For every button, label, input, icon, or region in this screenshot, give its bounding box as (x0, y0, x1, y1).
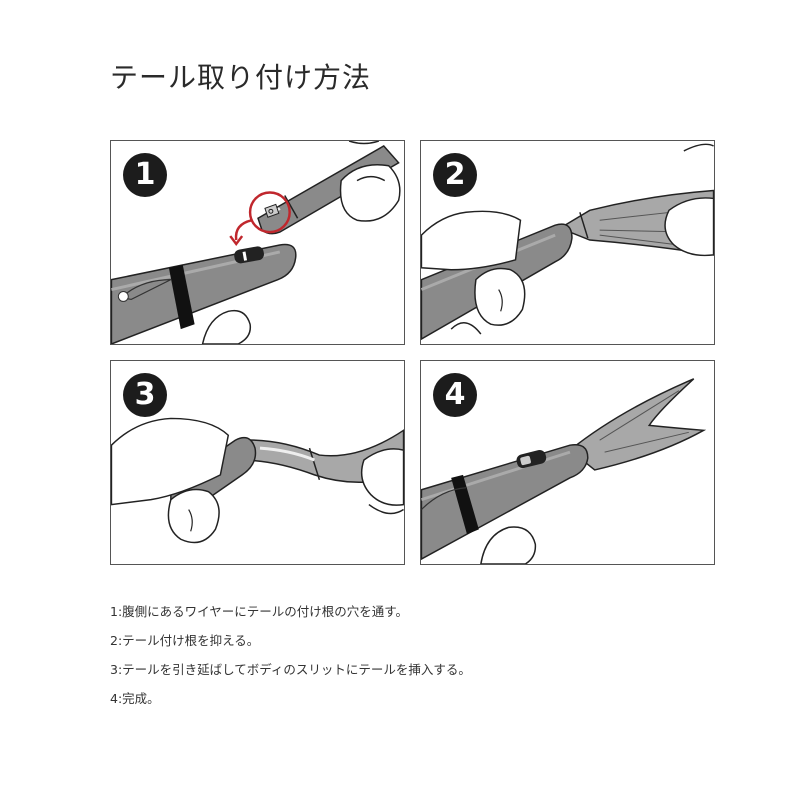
page-title: テール取り付け方法 (110, 61, 372, 94)
instruction-step-2: 2:テール付け根を抑える。 (110, 633, 260, 648)
step-number-badge: 4 (433, 373, 477, 417)
step-4-drawing (421, 378, 707, 564)
step-number-badge: 2 (433, 153, 477, 197)
step-1-drawing (111, 141, 401, 344)
instruction-step-4: 4:完成。 (110, 691, 160, 706)
step-number-badge: 3 (123, 373, 167, 417)
step-1-illustration: 1 (110, 140, 405, 345)
step-3-drawing (111, 417, 404, 544)
instruction-list: 1:腹側にあるワイヤーにテールの付け根の穴を通す。 2:テール付け根を抑える。 … (110, 603, 471, 719)
step-4-illustration: 4 (420, 360, 715, 565)
step-number-badge: 1 (123, 153, 167, 197)
step-2-illustration: 2 (420, 140, 715, 345)
instruction-step-1: 1:腹側にあるワイヤーにテールの付け根の穴を通す。 (110, 604, 409, 619)
step-2-drawing (421, 143, 714, 341)
step-3-illustration: 3 (110, 360, 405, 565)
instruction-step-3: 3:テールを引き延ばしてボディのスリットにテールを挿入する。 (110, 662, 471, 677)
